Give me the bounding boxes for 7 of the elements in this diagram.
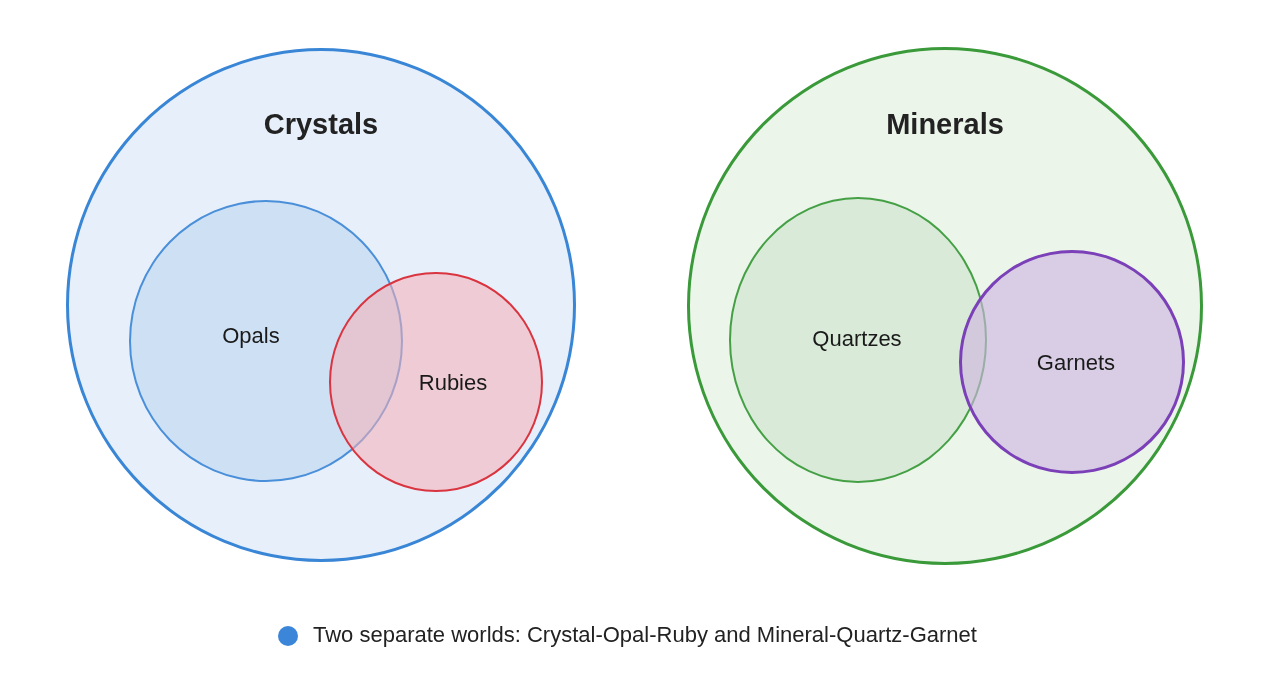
- set-label: Opals: [222, 323, 280, 349]
- set-title: Crystals: [263, 108, 379, 142]
- set-title: Minerals: [886, 108, 1004, 142]
- set-label: Rubies: [418, 370, 488, 396]
- set-label: Quartzes: [812, 326, 902, 352]
- legend-text: Two separate worlds: Crystal-Opal-Ruby and Mineral-Quartz-Garnet: [313, 622, 977, 648]
- set-label: Garnets: [1036, 350, 1116, 376]
